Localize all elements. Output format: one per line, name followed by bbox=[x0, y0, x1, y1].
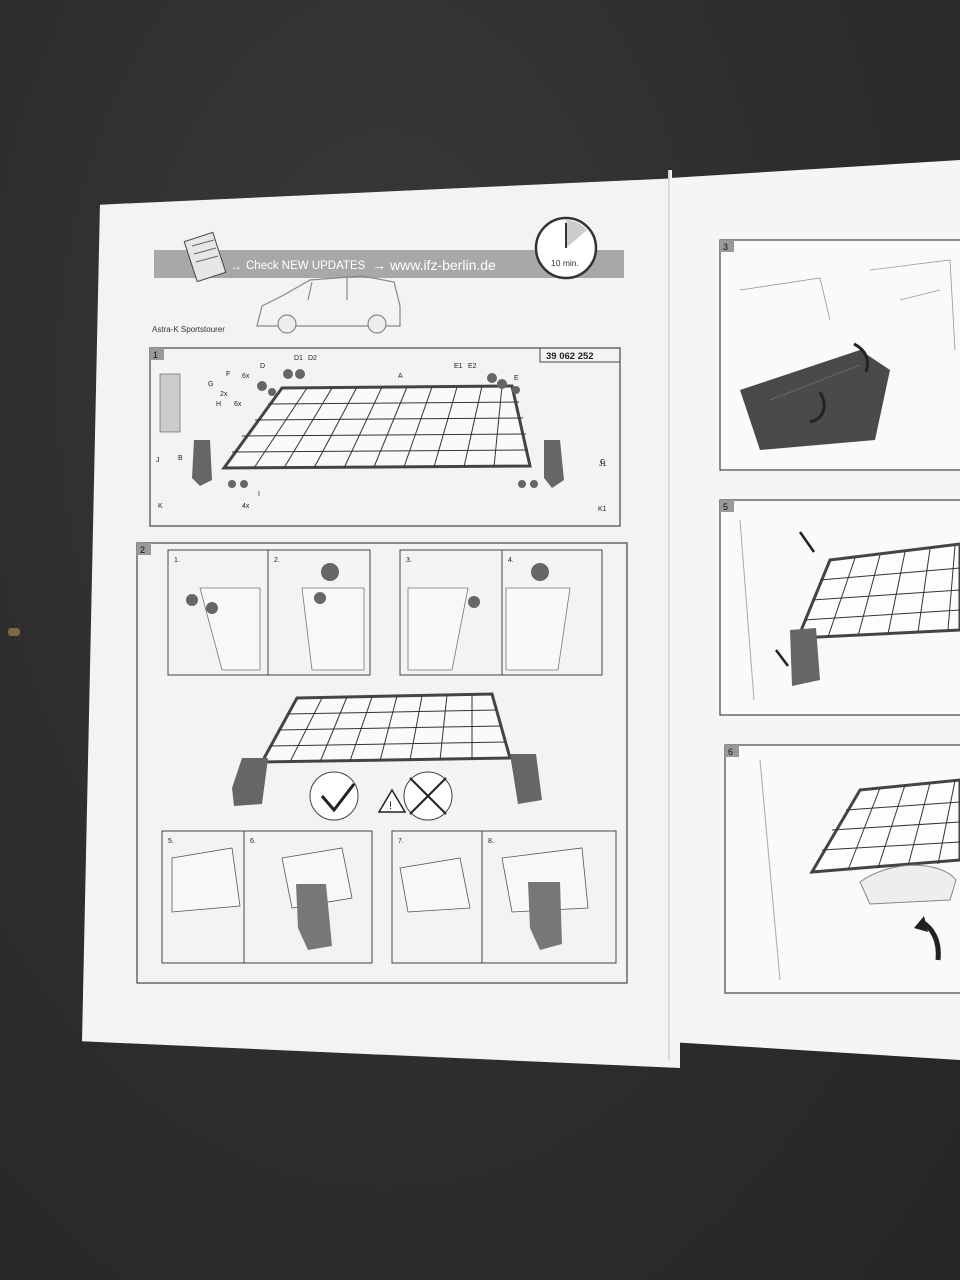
substep-6: 6. bbox=[250, 838, 256, 845]
label-J: J bbox=[156, 457, 160, 464]
sheet-left-drawing: → Check NEW UPDATES → www.ifz-berlin.de … bbox=[136, 216, 628, 984]
step1-panel: 1 39 062 252 bbox=[149, 347, 621, 527]
label-E2: E2 bbox=[468, 363, 477, 370]
label-D1: D1 bbox=[294, 355, 303, 362]
step3-number: 3 bbox=[723, 242, 728, 252]
label-K: K bbox=[158, 503, 163, 510]
time-label: 10 min. bbox=[551, 258, 579, 268]
center-net bbox=[232, 692, 542, 806]
instruction-sheet-right: 3 5 bbox=[670, 160, 960, 1060]
substep-2: 2. bbox=[274, 557, 280, 564]
cargo-net-grid bbox=[221, 384, 532, 470]
crumb bbox=[8, 628, 20, 636]
label-J1: J1 bbox=[599, 461, 607, 468]
clock-icon bbox=[534, 216, 598, 280]
label-B: B bbox=[178, 455, 183, 462]
substep-7: 7. bbox=[398, 838, 404, 845]
label-D: D bbox=[260, 363, 265, 370]
label-I: I bbox=[258, 491, 260, 498]
substep-3: 3. bbox=[406, 557, 412, 564]
substep-5: 5. bbox=[168, 838, 174, 845]
bracket-b-left bbox=[192, 440, 212, 486]
label-E1: E1 bbox=[454, 363, 463, 370]
qty-2: 2x bbox=[220, 391, 228, 398]
step6-panel: 6 bbox=[724, 744, 960, 994]
step6-number: 6 bbox=[728, 747, 733, 757]
header-band: → Check NEW UPDATES → www.ifz-berlin.de … bbox=[154, 216, 624, 283]
manual-icon bbox=[183, 231, 227, 283]
qty-4: 4x bbox=[242, 503, 250, 510]
incorrect-icon bbox=[403, 771, 453, 821]
substep-4: 4. bbox=[508, 557, 514, 564]
step3-panel: 3 bbox=[719, 239, 960, 471]
model-name: Astra-K Sportstourer bbox=[152, 325, 225, 334]
step2-panel: 2 1. 2. 3. 4. bbox=[136, 542, 628, 984]
substep-1: 1. bbox=[174, 557, 180, 564]
svg-text:→: → bbox=[230, 259, 242, 273]
label-G: G bbox=[208, 381, 213, 388]
sheet-right-drawing: 3 5 bbox=[719, 239, 960, 994]
label-C: C bbox=[600, 459, 605, 466]
label-E: E bbox=[514, 375, 519, 382]
small-parts bbox=[228, 369, 538, 488]
update-text: Check NEW UPDATES bbox=[246, 260, 366, 272]
bracket-c-right bbox=[544, 440, 564, 488]
car-icon bbox=[256, 275, 401, 334]
svg-text:→: → bbox=[372, 257, 386, 273]
step1-number: 1 bbox=[153, 350, 158, 360]
svg-text:!: ! bbox=[389, 800, 392, 812]
part-number: 39 062 252 bbox=[546, 351, 594, 362]
substep-8: 8. bbox=[488, 838, 494, 845]
label-H: H bbox=[216, 401, 221, 408]
website-url: www.ifz-berlin.de bbox=[389, 257, 496, 273]
instruction-sheet-left: → Check NEW UPDATES → www.ifz-berlin.de … bbox=[82, 178, 680, 1068]
label-D2: D2 bbox=[308, 355, 317, 362]
qty-3: 6x bbox=[234, 401, 242, 408]
qty-1: 6x bbox=[242, 373, 250, 380]
step5-number: 5 bbox=[723, 502, 728, 512]
label-K1: K1 bbox=[598, 506, 607, 513]
step5-panel: 5 bbox=[719, 499, 960, 716]
warning-icon: ! bbox=[377, 788, 407, 813]
correct-icon bbox=[309, 771, 359, 821]
step2-number: 2 bbox=[140, 545, 145, 555]
label-F: F bbox=[226, 371, 230, 378]
label-A: A bbox=[398, 373, 403, 380]
